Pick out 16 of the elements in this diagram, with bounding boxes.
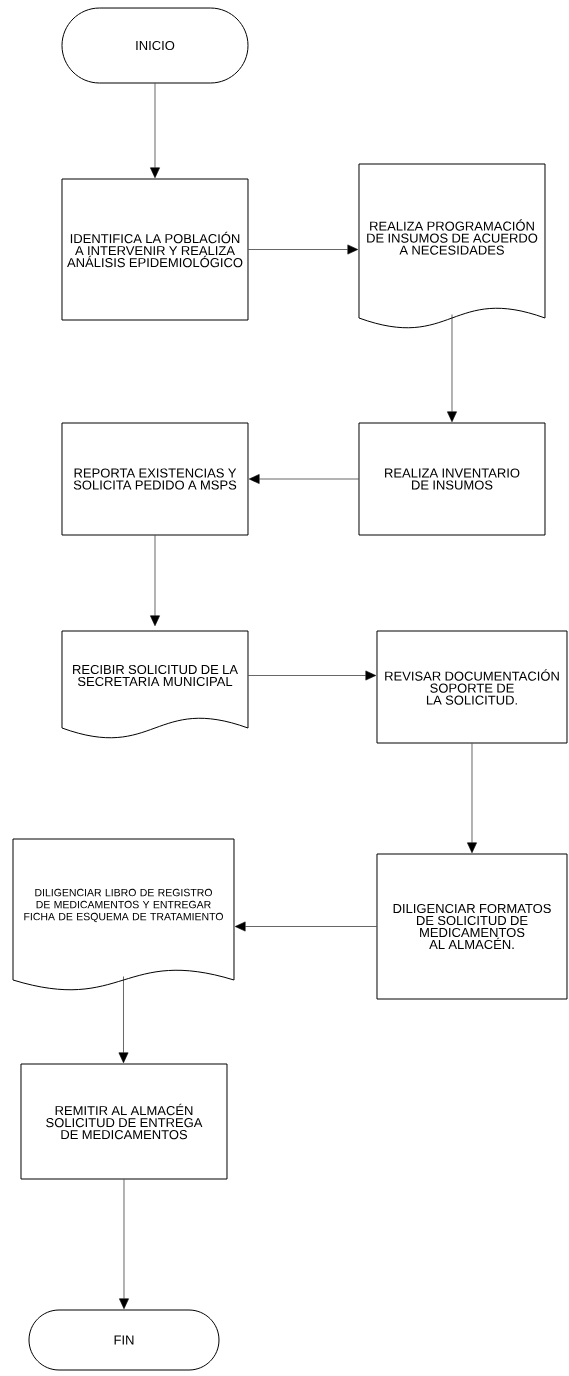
process-box: DILIGENCIAR FORMATOS DE SOLICITUD DE MEDICAMENTOS AL ALMACÉN.	[376, 853, 568, 1000]
arrow	[150, 83, 160, 179]
process-box: IDENTIFICA LA POBLACIÓN A INTERVENIR Y REALIZA ANÁLISIS EPIDEMIOLÓGICO	[61, 178, 249, 321]
arrow	[447, 314, 457, 423]
process-box: REVISAR DOCUMENTACIÓN SOPORTE DE LA SOLICITUD.	[376, 630, 568, 744]
process-box: REALIZA INVENTARIO DE INSUMOS	[358, 422, 546, 536]
arrow	[248, 244, 359, 255]
process-box: REPORTA EXISTENCIAS Y SOLICITA PEDIDO A MSPS	[61, 422, 249, 536]
arrow	[150, 535, 160, 627]
arrow	[118, 976, 129, 1064]
arrow	[119, 1179, 129, 1310]
arrow	[234, 921, 377, 932]
arrow	[248, 670, 377, 681]
arrow	[467, 743, 477, 854]
process-box: REMITIR AL ALMACÉN SOLICITUD DE ENTREGA DE MEDICAMENTOS	[20, 1063, 228, 1180]
arrow	[248, 474, 359, 484]
